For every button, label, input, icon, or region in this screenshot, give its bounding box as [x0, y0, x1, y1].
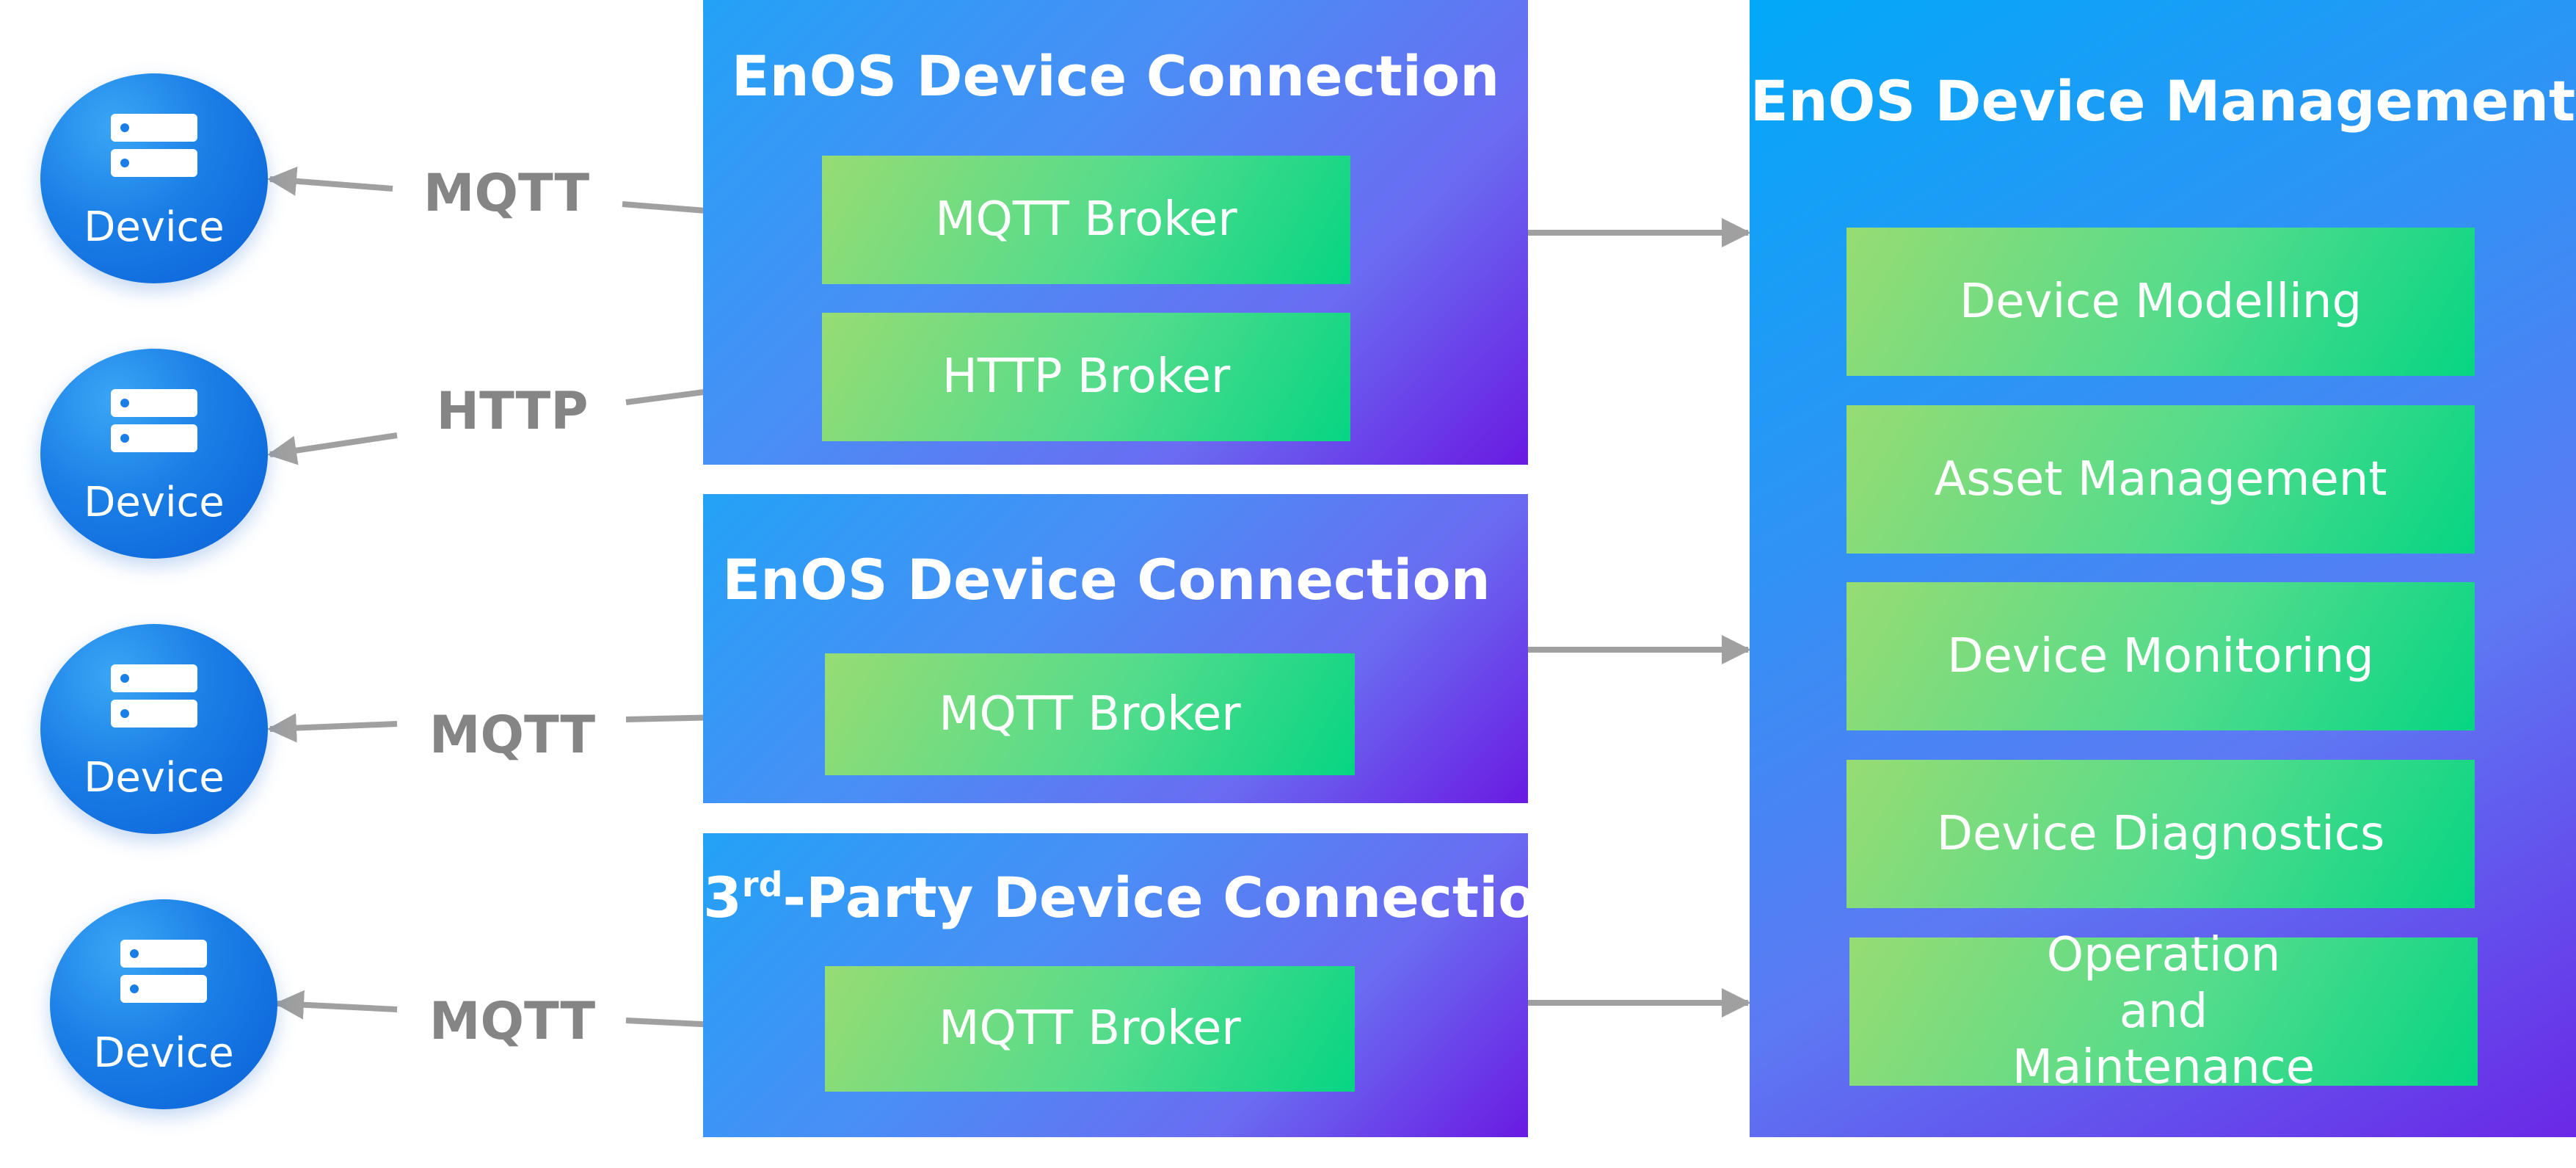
arrow-to-device-2	[267, 432, 398, 465]
module-asset-management[interactable]: Asset Management	[1847, 405, 2475, 554]
http-broker-box[interactable]: HTTP Broker	[822, 313, 1350, 441]
server-icon	[111, 114, 197, 177]
mqtt-broker-box[interactable]: MQTT Broker	[822, 156, 1350, 284]
module-label: Operation and Maintenance	[2012, 927, 2315, 1095]
server-icon	[111, 664, 197, 728]
arrow-to-device-3	[267, 713, 398, 743]
device-label: Device	[84, 754, 225, 802]
device-label: Device	[84, 203, 225, 251]
device-label: Device	[93, 1029, 234, 1077]
module-operation-maintenance[interactable]: Operation and Maintenance	[1849, 928, 2478, 1095]
device-management-panel[interactable]: EnOS Device Management Device Modelling …	[1750, 0, 2576, 1137]
arrow-to-device-1	[267, 166, 393, 196]
module-device-diagnostics[interactable]: Device Diagnostics	[1847, 760, 2475, 908]
device-label: Device	[84, 479, 225, 526]
protocol-label-3: MQTT	[429, 705, 596, 765]
device-connection-panel-2[interactable]: EnOS Device Connection MQTT Broker	[703, 494, 1528, 803]
protocol-label-4: MQTT	[429, 991, 596, 1051]
device-node-4[interactable]: Device	[50, 899, 277, 1109]
protocol-label-1: MQTT	[423, 163, 590, 223]
mqtt-broker-box[interactable]: MQTT Broker	[825, 653, 1355, 775]
protocol-label-2: HTTP	[436, 381, 589, 441]
panel-title: EnOS Device Connection	[731, 43, 1500, 109]
panel-title: 3rd-Party Device Connection	[703, 865, 1576, 930]
server-icon	[120, 940, 207, 1003]
third-party-connection-panel[interactable]: 3rd-Party Device Connection MQTT Broker	[703, 833, 1576, 1137]
panel-title: EnOS Device Management	[1750, 68, 2576, 134]
device-connection-panel-1[interactable]: EnOS Device Connection MQTT Broker HTTP …	[703, 0, 1528, 465]
device-node-2[interactable]: Device	[40, 349, 268, 559]
module-device-modelling[interactable]: Device Modelling	[1847, 228, 2475, 376]
module-device-monitoring[interactable]: Device Monitoring	[1847, 582, 2475, 730]
device-node-1[interactable]: Device	[40, 73, 268, 283]
server-icon	[111, 389, 197, 452]
arrow-to-device-4	[274, 990, 398, 1020]
panel-title: EnOS Device Connection	[722, 547, 1491, 612]
mqtt-broker-box[interactable]: MQTT Broker	[825, 966, 1355, 1092]
device-node-3[interactable]: Device	[40, 624, 268, 834]
